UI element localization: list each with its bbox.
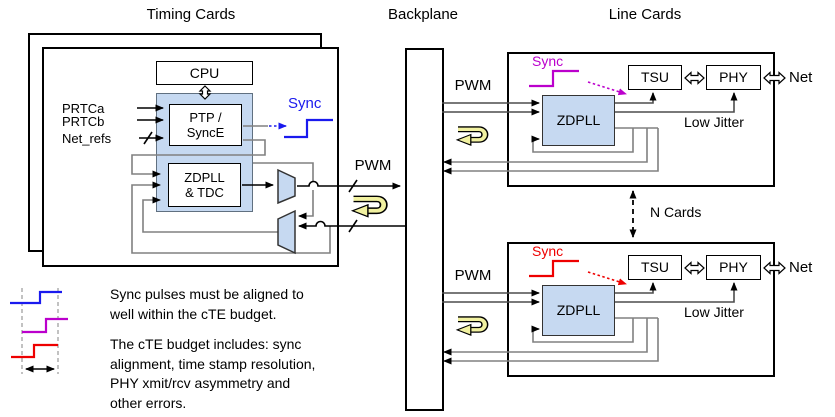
sync-label-bottom-card: Sync	[532, 243, 564, 259]
low-jitter-label-bottom-card: Low Jitter	[684, 304, 744, 320]
cpu-box: CPU	[156, 61, 253, 85]
legend-waveform-purple-icon	[22, 317, 68, 334]
pwm-label-bottom-card: PWM	[454, 267, 492, 284]
roundtrip-arrow-icon	[455, 126, 489, 146]
pwm-label-top-card: PWM	[454, 77, 492, 94]
phy-box-bottom-card: PHY	[706, 255, 761, 280]
timing-cards-title: Timing Cards	[146, 6, 236, 23]
ptp-synce-box: PTP / SyncE	[169, 104, 242, 146]
backplane-rect	[405, 48, 444, 411]
roundtrip-arrow-icon	[350, 195, 388, 218]
bus-slash	[348, 179, 358, 193]
zdpll-tdc-box: ZDPLL & TDC	[168, 163, 241, 207]
net-label-bottom-card: Net	[789, 259, 813, 276]
note-sync-pulses: Sync pulses must be aligned to well with…	[110, 286, 304, 322]
prtcb-label: PRTCb	[62, 114, 105, 129]
prtca-label: PRTCa	[62, 101, 105, 116]
cte-alignment-legend	[10, 288, 68, 374]
legend-waveform-red-icon	[11, 343, 58, 359]
zdpll-box-bottom-card: ZDPLL	[542, 285, 615, 336]
net-refs-label: Net_refs	[62, 131, 112, 146]
backplane-title: Backplane	[387, 6, 459, 23]
sync-label-top-card: Sync	[532, 53, 564, 69]
zdpll-box-top-card: ZDPLL	[542, 95, 615, 146]
low-jitter-label-top-card: Low Jitter	[684, 114, 744, 130]
bus-slash	[348, 219, 358, 233]
net-label-top-card: Net	[789, 69, 813, 86]
pwm-label-timing: PWM	[354, 157, 392, 174]
line-cards-title: Line Cards	[608, 6, 682, 23]
legend-waveform-blue-icon	[10, 290, 62, 305]
tsu-box-top-card: TSU	[628, 65, 682, 90]
n-cards-label: N Cards	[650, 204, 702, 220]
tsu-box-bottom-card: TSU	[628, 255, 682, 280]
note-cte-budget: The cTE budget includes: sync alignment,…	[110, 336, 316, 411]
phy-box-top-card: PHY	[706, 65, 761, 90]
roundtrip-arrow-icon	[455, 316, 489, 336]
sync-label-blue: Sync	[288, 95, 322, 112]
